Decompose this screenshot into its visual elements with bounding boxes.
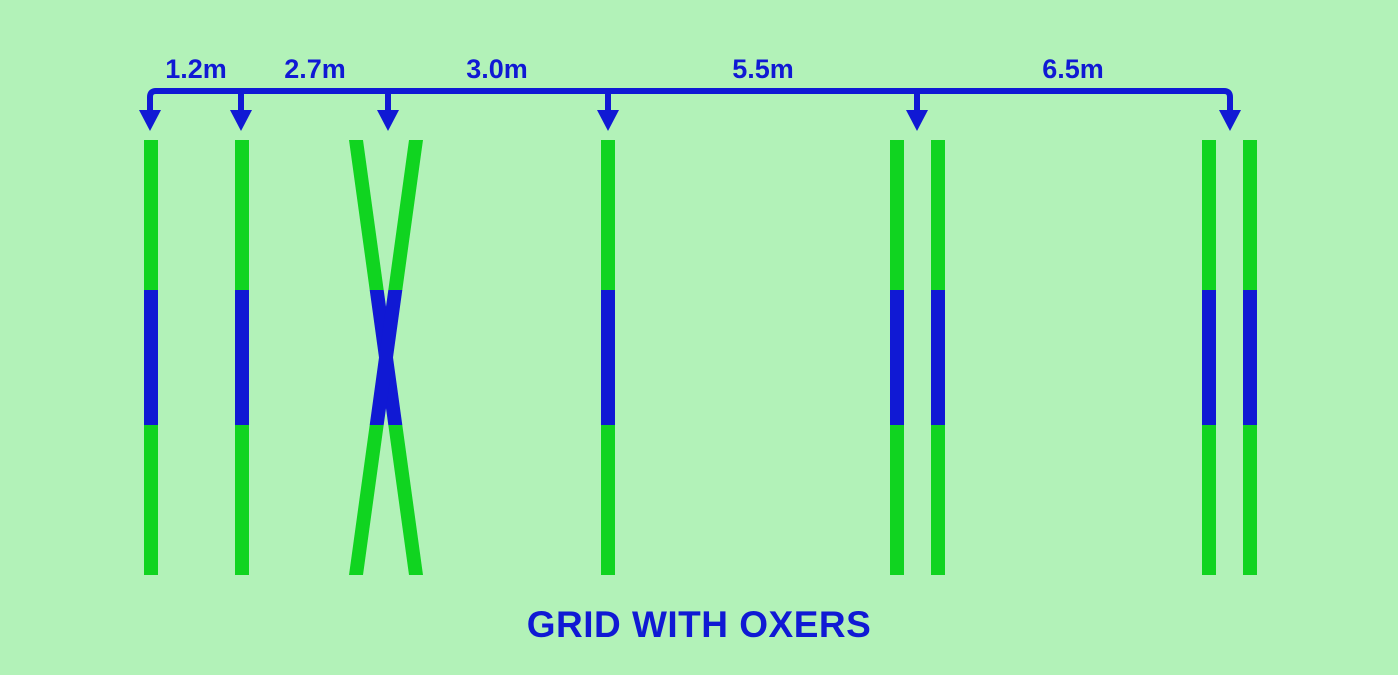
arrow-down-icon <box>1219 110 1241 131</box>
oxer-1-front-pole <box>890 140 904 575</box>
cross-rail-jump-pole-b <box>349 140 423 575</box>
pole-segment-middle <box>144 290 158 425</box>
pole-segment-top <box>1202 140 1216 290</box>
pole-segment-bottom <box>144 425 158 575</box>
vertical-jump <box>601 140 615 575</box>
distance-label: 2.7m <box>284 54 346 84</box>
distance-bracket <box>139 88 1241 131</box>
pole-segment-middle <box>1243 290 1257 425</box>
pole-segment-top <box>601 140 615 290</box>
pole-segment-bottom <box>931 425 945 575</box>
distance-labels: 1.2m 2.7m 3.0m 5.5m 6.5m <box>165 54 1104 84</box>
oxer-1-back-pole <box>931 140 945 575</box>
distance-label: 5.5m <box>732 54 794 84</box>
pole-segment-middle <box>931 290 945 425</box>
pole-segment-bottom <box>349 425 384 575</box>
arrow-down-icon <box>597 110 619 131</box>
pole-segment-bottom <box>601 425 615 575</box>
diagram-title: GRID WITH OXERS <box>526 604 872 645</box>
pole-segment-top <box>349 140 384 290</box>
bracket-line <box>147 88 1233 114</box>
ground-pole-2 <box>235 140 249 575</box>
pole-segment-bottom <box>890 425 904 575</box>
pole-segment-top <box>1243 140 1257 290</box>
pole-segment-middle <box>601 290 615 425</box>
distance-label: 6.5m <box>1042 54 1104 84</box>
pole-segment-top <box>144 140 158 290</box>
oxer-2-front-pole <box>1202 140 1216 575</box>
ground-pole-1 <box>144 140 158 575</box>
pole-segment-top <box>931 140 945 290</box>
distance-label: 3.0m <box>466 54 528 84</box>
arrow-down-icon <box>377 110 399 131</box>
arrow-down-icon <box>906 110 928 131</box>
pole-segment-top <box>235 140 249 290</box>
pole-segment-top <box>890 140 904 290</box>
pole-segment-bottom <box>235 425 249 575</box>
pole-segment-bottom <box>388 425 423 575</box>
arrow-down-icon <box>139 110 161 131</box>
pole-segment-middle <box>1202 290 1216 425</box>
oxer-2-back-pole <box>1243 140 1257 575</box>
pole-segment-middle <box>369 290 403 425</box>
pole-segment-top <box>388 140 423 290</box>
jump-poles <box>144 140 1257 575</box>
pole-segment-bottom <box>1202 425 1216 575</box>
pole-segment-middle <box>890 290 904 425</box>
distance-label: 1.2m <box>165 54 227 84</box>
pole-segment-middle <box>235 290 249 425</box>
pole-segment-bottom <box>1243 425 1257 575</box>
arrow-down-icon <box>230 110 252 131</box>
